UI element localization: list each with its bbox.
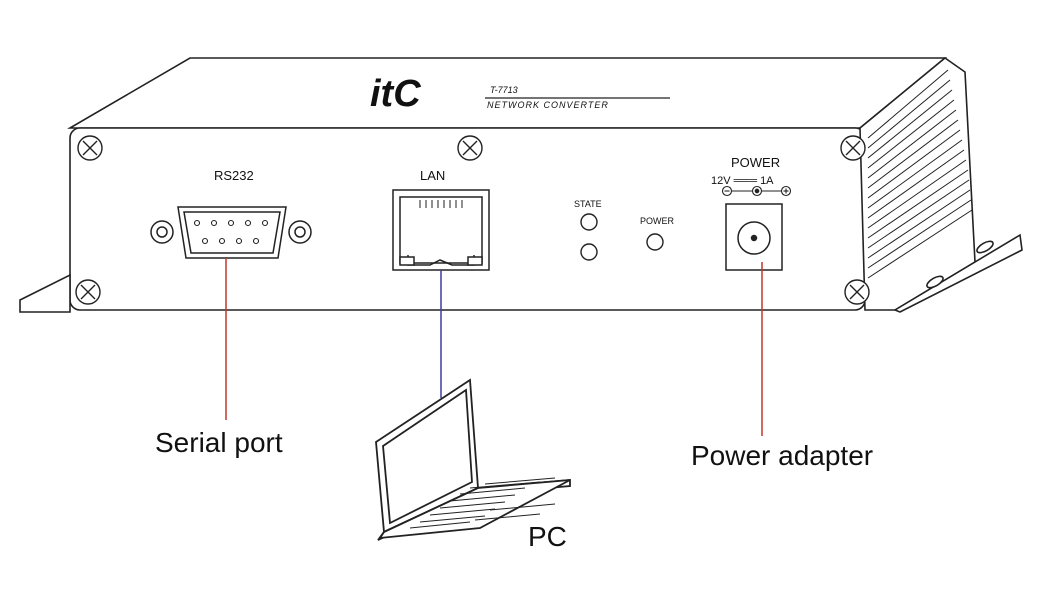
screw-top-center xyxy=(457,135,483,161)
laptop-screen-inner xyxy=(382,388,473,525)
model-number: T-7713 xyxy=(490,85,518,95)
power-jack: POWER 12V ═══ 1A xyxy=(711,155,792,271)
brand-logo-text: itC xyxy=(370,73,421,115)
power-adapter-callout: Power adapter xyxy=(691,440,873,471)
brand-logo: itC T-7713 NETWORK CONVERTER xyxy=(370,73,670,115)
status-leds: STATE POWER xyxy=(574,199,675,261)
lan-label: LAN xyxy=(420,168,445,183)
laptop-keyboard-deck xyxy=(378,479,571,540)
rs232-label: RS232 xyxy=(214,168,254,183)
laptop-keys xyxy=(409,477,556,529)
state-led-2 xyxy=(580,243,598,261)
device-subtitle: NETWORK CONVERTER xyxy=(487,100,609,110)
rs232-port: RS232 xyxy=(150,168,312,259)
power-led xyxy=(646,233,664,251)
screw-top-left xyxy=(77,135,103,161)
right-flange-slot-1 xyxy=(976,240,994,254)
screws xyxy=(75,135,870,305)
mounting-flanges xyxy=(19,233,1023,313)
left-flange xyxy=(19,273,71,313)
screw-bottom-right xyxy=(844,279,870,305)
state-led-1 xyxy=(580,213,598,231)
serial-port-callout: Serial port xyxy=(155,427,283,458)
screw-bottom-left xyxy=(75,279,101,305)
heatsink-fins xyxy=(867,69,973,279)
laptop-icon xyxy=(375,378,571,541)
power-led-label: POWER xyxy=(640,216,675,226)
right-flange-slot-2 xyxy=(926,275,944,289)
power-rating: 12V ═══ 1A xyxy=(711,175,774,187)
screw-top-right xyxy=(840,135,866,161)
power-input-label: POWER xyxy=(731,155,780,170)
right-flange xyxy=(893,233,1023,313)
pc-callout: PC xyxy=(528,521,567,552)
device-body xyxy=(67,56,976,311)
state-label: STATE xyxy=(574,199,602,209)
lan-port: LAN xyxy=(392,168,490,271)
